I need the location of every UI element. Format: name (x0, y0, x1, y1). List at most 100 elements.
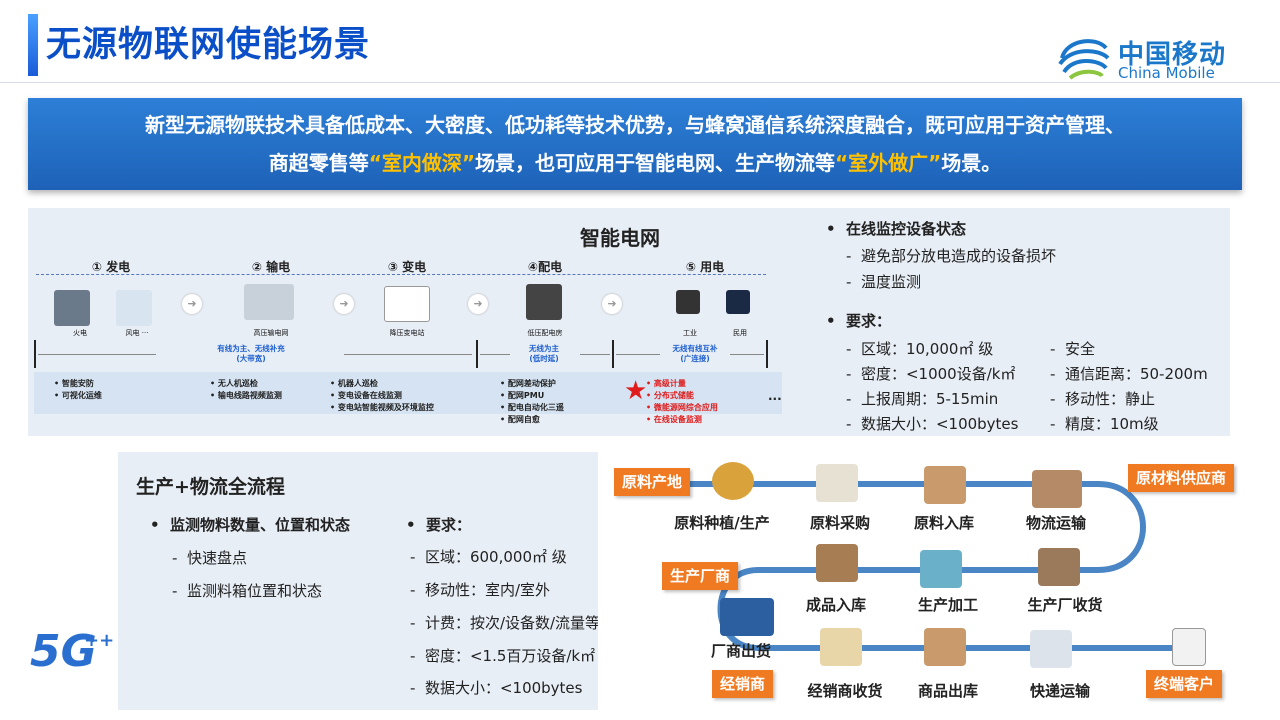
logistics-req-area: - 区域：600,000㎡ 级 (410, 548, 567, 566)
stage-generation: ① 发电 (91, 260, 131, 274)
logistics-req-heading: • 要求： (406, 516, 472, 534)
app-list-substation: 机器人巡检变电设备在线监测变电站智能视频及环境监控 (330, 378, 434, 414)
tag-origin: 原料产地 (614, 468, 691, 496)
factory-icon (676, 290, 700, 314)
wind-turbine-icon (116, 290, 152, 326)
search-package-icon (924, 628, 966, 666)
range-line (480, 354, 510, 355)
grid-req-precision: - 精度：10m级 (1050, 415, 1159, 433)
stage-divider (36, 274, 766, 275)
grid-req-period: - 上报周期：5-15min (846, 390, 999, 408)
clipboard-icon (1172, 628, 1206, 666)
grid-req-datasize: - 数据大小：<100bytes (846, 415, 1019, 433)
grid-req-distance: - 通信距离：50-200m (1050, 365, 1208, 383)
china-mobile-logo-icon (1058, 39, 1110, 80)
step-label: 生产厂收货 (1027, 596, 1103, 614)
scooter-icon (1030, 630, 1072, 668)
step-label: 厂商出货 (710, 642, 771, 660)
range-line (730, 354, 764, 355)
icon-label: 火电 (73, 329, 87, 337)
tag-manufacturer: 生产厂商 (662, 562, 739, 590)
range-line (580, 354, 610, 355)
grid-req-heading: • 要求： (826, 312, 892, 330)
channel-label: 无线有线互补 (广连接) (672, 344, 718, 363)
logistics-req-datasize: - 数据大小：<100bytes (410, 679, 583, 697)
summary-banner: 新型无源物联技术具备低成本、大密度、低功耗等技术优势，与蜂窝通信系统深度融合，既… (28, 98, 1242, 190)
grid-req-area: - 区域：10,000㎡ 级 (846, 340, 994, 358)
house-icon (726, 290, 750, 314)
package-scale-icon (924, 466, 966, 504)
title-accent-bar (28, 14, 38, 76)
logo-text-en: China Mobile (1118, 64, 1215, 82)
substation-icon (384, 286, 430, 322)
stage-substation: ③ 变电 (387, 260, 427, 274)
step-label: 原料种植/生产 (674, 514, 770, 532)
arrow-right-icon: ➜ (468, 294, 488, 314)
more-ellipsis: ··· (768, 392, 782, 406)
smart-grid-title: 智能电网 (580, 226, 660, 250)
range-line (38, 354, 156, 355)
arrow-right-icon: ➜ (334, 294, 354, 314)
grid-req-density: - 密度：<1000设备/k㎡ (846, 365, 1016, 383)
plus-plus-icon: ++ (84, 630, 115, 651)
grid-need-item: - 避免部分放电造成的设备损坏 (846, 247, 1056, 265)
step-label: 商品出库 (917, 682, 978, 700)
tag-supplier: 原材料供应商 (1128, 464, 1235, 492)
grid-req-mobility: - 移动性：静止 (1050, 390, 1155, 408)
step-label: 原料入库 (913, 514, 974, 532)
grid-need-heading: • 在线监控设备状态 (826, 220, 967, 238)
grid-need-item: - 温度监测 (846, 273, 921, 291)
logo-text-cn: 中国移动 (1118, 40, 1227, 70)
logistics-need-heading: • 监测物料数量、位置和状态 (150, 516, 351, 534)
banner-line-1: 新型无源物联技术具备低成本、大密度、低功耗等技术优势，与蜂窝通信系统深度融合，既… (145, 113, 1125, 137)
logistics-title: 生产+物流全流程 (136, 476, 285, 498)
5g-logo-icon: 5G (30, 626, 97, 677)
truck-icon (1032, 470, 1082, 508)
star-icon: ★ (624, 376, 648, 406)
icon-label: 风电 ··· (125, 329, 149, 337)
pineapple-icon (712, 462, 754, 500)
stage-consumption: ⑤ 用电 (685, 260, 725, 274)
channel-label: 有线为主、无线补充 (大带宽) (217, 344, 285, 363)
step-label: 快递运输 (1029, 682, 1090, 700)
step-label: 生产加工 (917, 596, 978, 614)
clock-icon (816, 464, 858, 502)
logistics-req-density: - 密度：<1.5百万设备/k㎡ (410, 647, 596, 665)
app-list-generation: 智能安防可视化运维 (54, 378, 102, 402)
boxes-icon (816, 544, 858, 582)
range-line (344, 354, 472, 355)
dashboard-icon (820, 628, 862, 666)
tag-customer: 终端客户 (1146, 670, 1223, 698)
app-list-distribution: 配网差动保护配网PMU配电自动化三遥配网自愈 (500, 378, 564, 426)
grid-req-safety: - 安全 (1050, 340, 1095, 358)
range-tick (34, 340, 36, 368)
icon-label: 工业 (683, 329, 697, 337)
icon-label: 高压输电网 (253, 329, 289, 337)
logistics-req-billing: - 计费：按次/设备数/流量等 (410, 614, 601, 632)
icon-label: 低压配电房 (527, 329, 563, 337)
banner-line-2: 商超零售等“室内做深”场景，也可应用于智能电网、生产物流等“室外做广”场景。 (268, 151, 1002, 175)
channel-label: 无线为主 (低时延) (529, 344, 559, 363)
arrow-right-icon: ➜ (602, 294, 622, 314)
step-label: 物流运输 (1025, 514, 1086, 532)
step-label: 原料采购 (809, 514, 870, 532)
page-title: 无源物联网使能场景 (46, 25, 371, 65)
range-tick (476, 340, 478, 368)
thermal-plant-icon (54, 290, 90, 326)
range-tick (612, 340, 614, 368)
distribution-room-icon (526, 284, 562, 320)
arrow-right-icon: ➜ (182, 294, 202, 314)
icon-label: 民用 (733, 329, 747, 337)
hand-truck-icon (1038, 548, 1080, 586)
stage-transmission: ② 输电 (251, 260, 291, 274)
range-line (616, 354, 660, 355)
icon-label: 降压变电站 (389, 329, 425, 337)
app-list-transmission: 无人机巡检输电线路视频监测 (210, 378, 282, 402)
stage-distribution: ④配电 (527, 260, 563, 274)
logistics-need-item: - 快速盘点 (172, 549, 247, 567)
range-tick (766, 340, 768, 368)
gears-icon (920, 550, 962, 588)
power-tower-icon (244, 284, 294, 320)
logistics-req-mobility: - 移动性：室内/室外 (410, 581, 551, 599)
logistics-need-item: - 监测料箱位置和状态 (172, 582, 322, 600)
